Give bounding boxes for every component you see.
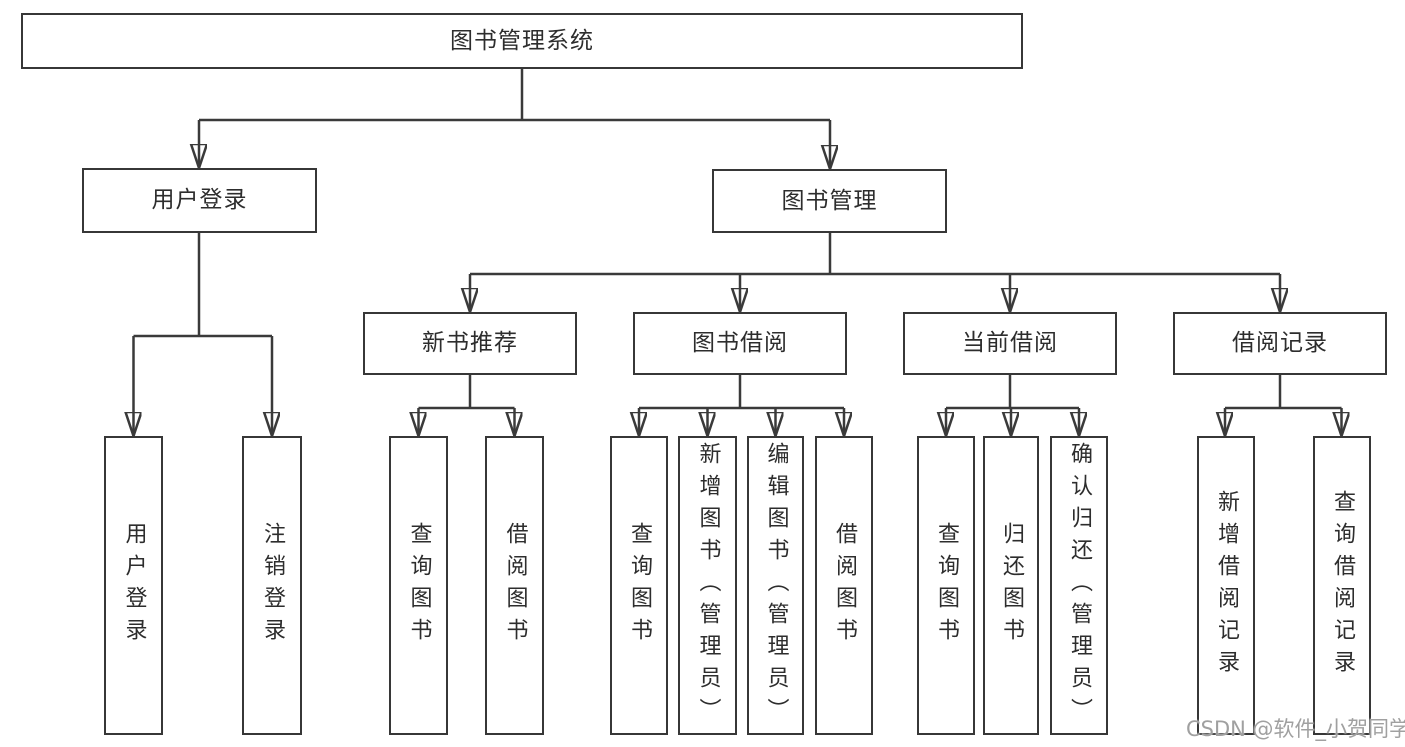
connector-rails [133, 69, 1342, 410]
node-borrowing-records: 借阅记录 [1173, 312, 1387, 375]
leaf-return-books: 归还图书 [983, 436, 1039, 735]
node-book-management: 图书管理 [712, 169, 947, 233]
csdn-watermark: CSDN @软件_小贺同学 [1186, 717, 1405, 741]
root-node: 图书管理系统 [21, 13, 1023, 69]
leaf-query-books-current: 查询图书 [917, 436, 975, 735]
leaf-add-books-admin: 新增图书（管理员） [678, 436, 737, 735]
leaf-borrow-books-recommend: 借阅图书 [485, 436, 544, 735]
node-user-login: 用户登录 [82, 168, 317, 233]
leaf-query-books-borrowing: 查询图书 [610, 436, 668, 735]
node-new-book-recommendation: 新书推荐 [363, 312, 577, 375]
leaf-logout: 注销登录 [242, 436, 302, 735]
connector-arrows [134, 120, 1342, 434]
leaf-add-borrow-record: 新增借阅记录 [1197, 436, 1255, 735]
leaf-borrow-books-borrowing: 借阅图书 [815, 436, 873, 735]
leaf-query-books-recommend: 查询图书 [389, 436, 448, 735]
leaf-edit-books-admin: 编辑图书（管理员） [747, 436, 804, 735]
node-book-borrowing: 图书借阅 [633, 312, 847, 375]
node-current-borrowing: 当前借阅 [903, 312, 1117, 375]
leaf-confirm-return-admin: 确认归还（管理员） [1050, 436, 1108, 735]
leaf-user-login: 用户登录 [104, 436, 163, 735]
leaf-query-borrow-record: 查询借阅记录 [1313, 436, 1371, 735]
